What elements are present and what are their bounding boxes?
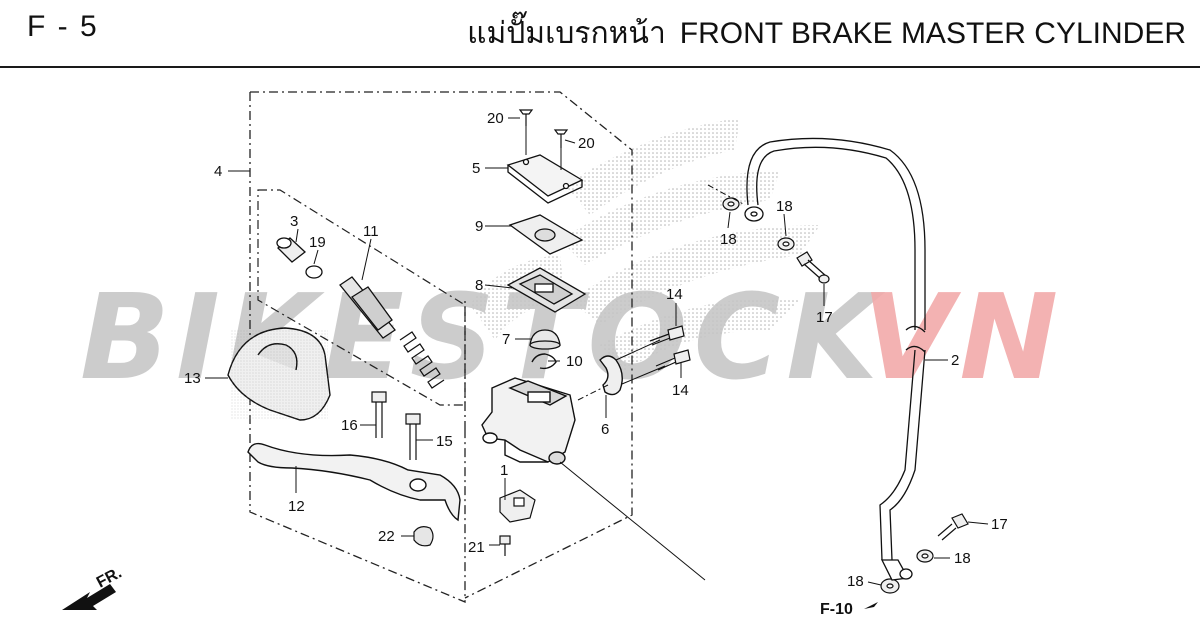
page-header: F - 5 แม่ปั๊มเบรกหน้า FRONT BRAKE MASTER … xyxy=(0,0,1200,68)
callout-13: 13 xyxy=(184,370,201,387)
callout-21: 21 xyxy=(468,539,485,556)
part-1-master-cylinder-body xyxy=(481,377,576,465)
callout-3: 3 xyxy=(290,213,298,230)
part-12-brake-lever xyxy=(247,442,461,522)
callout-17-b: 17 xyxy=(991,516,1008,533)
callout-18-b: 18 xyxy=(776,198,793,215)
callout-22: 22 xyxy=(378,528,395,545)
callout-10: 10 xyxy=(566,353,583,370)
part-5-reservoir-cap xyxy=(506,154,584,204)
callout-14-a: 14 xyxy=(666,286,683,303)
part-16-pivot-bolt xyxy=(371,391,387,438)
callout-6: 6 xyxy=(601,421,609,438)
callout-11: 11 xyxy=(363,223,379,240)
part-2-brake-hose xyxy=(744,137,926,581)
part-21-screw xyxy=(499,535,511,556)
watermark: BIKESTOCK VN xyxy=(80,268,1064,406)
part-6-holder-clamp xyxy=(599,355,623,396)
part-3-bush xyxy=(276,237,307,263)
callout-20-a: 20 xyxy=(487,110,504,127)
page-title-thai: แม่ปั๊มเบรกหน้า xyxy=(467,17,666,50)
page-title: แม่ปั๊มเบรกหน้า FRONT BRAKE MASTER CYLIND… xyxy=(467,10,1186,57)
reference-arrow-icon xyxy=(864,602,878,609)
callout-9: 9 xyxy=(475,218,483,235)
part-14-bolt-b xyxy=(655,349,691,371)
reference-f10: F-10 xyxy=(820,601,878,618)
part-18-washer-upper-right xyxy=(777,237,795,251)
callout-16: 16 xyxy=(341,417,358,434)
callout-8: 8 xyxy=(475,277,483,294)
callout-1: 1 xyxy=(500,462,508,479)
callout-17-a: 17 xyxy=(816,309,833,326)
part-18-washer-lower xyxy=(880,578,900,594)
reference-f10-label: F-10 xyxy=(820,601,853,618)
part-15-screw xyxy=(405,413,421,460)
callout-19: 19 xyxy=(309,234,326,251)
part-18-washer-lower-right xyxy=(916,549,934,563)
callout-2: 2 xyxy=(951,352,959,369)
front-direction-indicator: FR. xyxy=(62,564,125,610)
part-20-screw-a xyxy=(518,109,534,126)
part-17-oil-bolt-upper xyxy=(796,251,830,284)
front-arrow-icon xyxy=(62,584,116,610)
watermark-text-gray: BIKESTOCK xyxy=(80,268,885,406)
part-1-brake-switch xyxy=(499,489,536,523)
part-18-washer-upper-left xyxy=(722,197,740,211)
leader-lines xyxy=(205,117,989,586)
part-19-circlip xyxy=(305,265,323,279)
callout-labels: 4 3 19 11 5 9 8 7 10 20 20 13 16 15 12 2… xyxy=(184,110,1008,590)
part-13-texture xyxy=(230,330,328,420)
part-14-bolt-a xyxy=(649,325,685,346)
callout-5: 5 xyxy=(472,160,480,177)
page-code: F - 5 xyxy=(27,10,99,43)
assembly-boundary-11 xyxy=(257,189,466,406)
part-20-screw-b xyxy=(553,129,569,148)
callout-7: 7 xyxy=(502,331,510,348)
callout-4: 4 xyxy=(214,163,222,180)
watermark-text-red: VN xyxy=(862,268,1064,406)
callout-18-c: 18 xyxy=(954,550,971,567)
part-11-piston-set xyxy=(339,276,396,339)
part-11-spring xyxy=(399,331,445,389)
part-7-boot xyxy=(529,329,561,350)
part-10-circlip xyxy=(531,353,557,370)
callout-18-d: 18 xyxy=(847,573,864,590)
part-8-diaphragm xyxy=(506,267,587,313)
page-title-english: FRONT BRAKE MASTER CYLINDER xyxy=(679,17,1186,50)
callout-15: 15 xyxy=(436,433,453,450)
front-label: FR. xyxy=(94,564,125,591)
callout-20-b: 20 xyxy=(578,135,595,152)
callout-18-a: 18 xyxy=(720,231,737,248)
part-22-nut xyxy=(413,526,434,547)
part-17-oil-bolt-lower xyxy=(937,513,969,541)
part-9-diaphragm-plate xyxy=(508,214,584,255)
callout-12: 12 xyxy=(288,498,305,515)
callout-14-b: 14 xyxy=(672,382,689,399)
